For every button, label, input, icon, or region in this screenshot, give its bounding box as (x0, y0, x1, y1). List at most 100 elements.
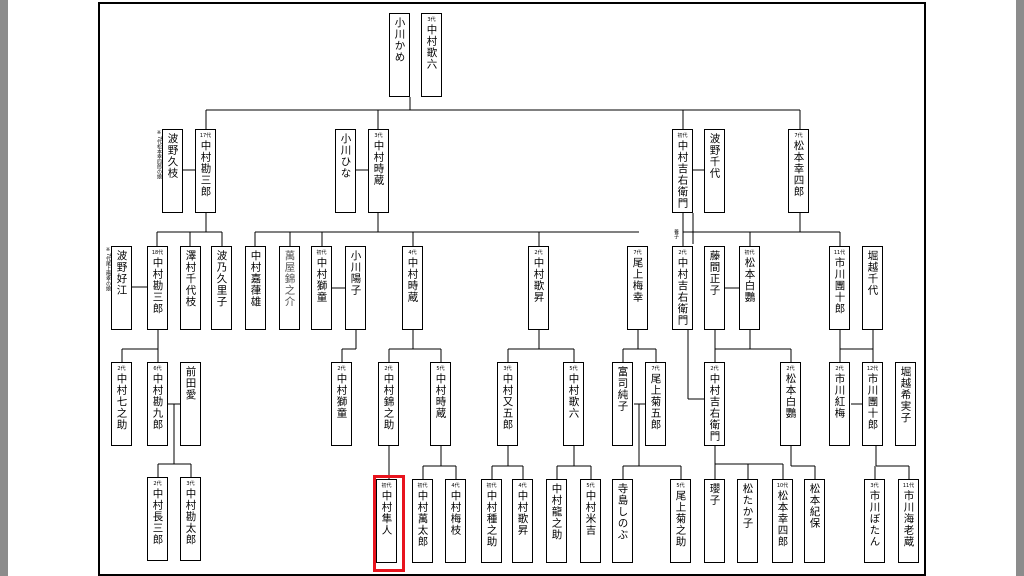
person-name: 中村獅童 (315, 257, 328, 303)
person-chiyo2: 堀越千代 (862, 246, 883, 330)
person-tokizo4: 4代中村時蔵 (402, 246, 423, 330)
person-name: 萬屋錦之介 (283, 250, 296, 308)
generation-label: 18代 (151, 250, 164, 256)
person-utaemon6: 3代中村歌六 (421, 13, 442, 97)
generation-label: 3代 (374, 133, 383, 139)
person-kichiemon1: 初代中村吉右衛門 (672, 129, 693, 213)
person-name: 堀越希実子 (899, 366, 912, 424)
person-yonekichi: 5代中村米吉 (580, 479, 601, 563)
person-name: 中村勘九郎 (151, 373, 164, 431)
person-kasho4: 4代中村歌昇 (512, 479, 533, 563)
person-name: 堀越千代 (866, 250, 879, 296)
note-koshiro-daughter: ※7代松本幸四郎の娘 (156, 130, 162, 180)
person-name: 中村梅枝 (449, 490, 462, 536)
generation-label: 5代 (436, 366, 445, 372)
generation-label: 4代 (408, 250, 417, 256)
person-name: 中村歌昇 (516, 490, 529, 536)
person-name: 中村米吉 (584, 490, 597, 536)
person-kinnosuke2: 2代中村錦之助 (378, 362, 399, 446)
person-kobai: 2代市川紅梅 (829, 362, 850, 446)
generation-label: 4代 (451, 483, 460, 489)
person-koshiro10: 10代松本幸四郎 (772, 479, 793, 563)
person-name: 中村勘三郎 (151, 257, 164, 315)
person-ebizo: 11代市川海老蔵 (898, 479, 919, 563)
person-mantaro: 初代中村萬太郎 (412, 479, 433, 563)
person-botan: 3代市川ぼたん (864, 479, 885, 563)
person-chosaburo: 2代中村長三郎 (147, 477, 168, 561)
generation-label: 5代 (569, 366, 578, 372)
person-kiho: 松本紀保 (804, 479, 825, 563)
generation-label: 3代 (870, 483, 879, 489)
generation-label: 12代 (866, 366, 879, 372)
generation-label: 2代 (337, 366, 346, 372)
generation-label: 初代 (316, 250, 327, 256)
person-yoshie: 波野好江 (111, 246, 132, 330)
person-baiko7: 7代尾上梅幸 (627, 246, 648, 330)
right-margin-bar (1016, 0, 1024, 576)
person-name: 中村七之助 (115, 373, 128, 431)
person-name: 藤間正子 (708, 250, 721, 296)
person-tokizo3: 3代中村時蔵 (368, 129, 389, 213)
person-name: 尾上梅幸 (631, 257, 644, 303)
generation-label: 2代 (153, 481, 162, 487)
person-kanzaburo17: 17代中村勘三郎 (195, 129, 216, 213)
generation-label: 11代 (902, 483, 915, 489)
person-name: 富司純子 (616, 366, 629, 412)
person-karoku5: 5代中村歌六 (563, 362, 584, 446)
generation-label: 初代 (486, 483, 497, 489)
person-name: 中村歌六 (567, 373, 580, 419)
generation-label: 2代 (534, 250, 543, 256)
person-chiyoe: 澤村千代枝 (180, 246, 201, 330)
person-takako: 松たか子 (737, 479, 758, 563)
person-kimiko: 堀越希実子 (895, 362, 916, 446)
person-kurikoko: 波乃久里子 (211, 246, 232, 330)
generation-label: 4代 (518, 483, 527, 489)
person-name: 澤村千代枝 (184, 250, 197, 308)
person-tanenosuke: 初代中村種之助 (481, 479, 502, 563)
person-name: 波野好江 (115, 250, 128, 296)
person-danjuro11: 11代市川團十郎 (829, 246, 850, 330)
person-name: 小川ひな (339, 133, 352, 179)
person-name: 松本白鸚 (743, 257, 756, 303)
person-name: 中村又五郎 (501, 373, 514, 431)
person-name: 松本幸四郎 (792, 140, 805, 198)
person-name: 中村時蔵 (372, 140, 385, 186)
person-name: 市川ぼたん (868, 490, 881, 548)
generation-label: 17代 (199, 133, 212, 139)
generation-label: 初代 (677, 133, 688, 139)
generation-label: 2代 (678, 250, 687, 256)
person-danjuro12: 12代市川團十郎 (862, 362, 883, 446)
person-shido_first: 初代中村獅童 (311, 246, 332, 330)
person-matagoro3: 3代中村又五郎 (497, 362, 518, 446)
person-hakuo1: 初代松本白鸚 (739, 246, 760, 330)
note-adopted: 養子 (673, 229, 679, 239)
person-yorozuya: 萬屋錦之介 (279, 246, 300, 330)
generation-label: 7代 (651, 366, 660, 372)
person-name: 中村時蔵 (434, 373, 447, 419)
person-tokizo5: 5代中村時蔵 (430, 362, 451, 446)
person-sumiko: 富司純子 (612, 362, 633, 446)
person-name: 中村萬太郎 (416, 490, 429, 548)
person-yoko: 小川陽子 (345, 246, 366, 330)
person-name: 中村吉右衛門 (708, 373, 721, 442)
person-kikunosuke: 5代尾上菊之助 (670, 479, 691, 563)
person-ai: 前田愛 (180, 362, 201, 446)
person-chiyo: 波野千代 (704, 129, 725, 213)
person-name: 尾上菊之助 (674, 490, 687, 548)
person-kasho2: 2代中村歌昇 (528, 246, 549, 330)
generation-label: 初代 (381, 483, 392, 489)
person-kame: 小川かめ (389, 13, 410, 97)
person-name: 波野千代 (708, 133, 721, 179)
person-name: 中村長三郎 (151, 488, 164, 546)
person-name: 中村吉右衛門 (676, 140, 689, 209)
person-name: 中村種之助 (485, 490, 498, 548)
person-kichiemon2b: 2代中村吉右衛門 (704, 362, 725, 446)
generation-label: 7代 (633, 250, 642, 256)
person-umeshi: 4代中村梅枝 (445, 479, 466, 563)
generation-label: 初代 (744, 250, 755, 256)
person-name: 小川陽子 (349, 250, 362, 296)
person-name: 中村勘三郎 (199, 140, 212, 198)
person-name: 中村隼人 (380, 490, 393, 536)
generation-label: 5代 (676, 483, 685, 489)
person-name: 中村勘太郎 (184, 488, 197, 546)
